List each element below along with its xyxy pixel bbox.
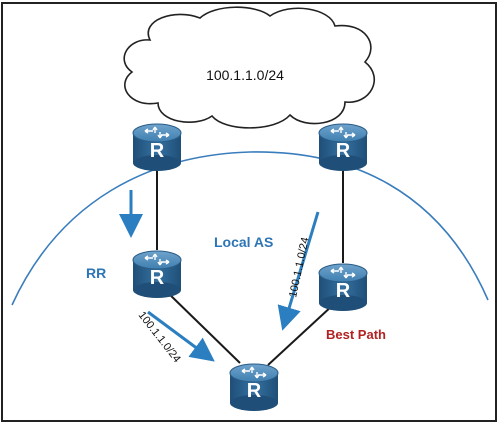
- router-right-middle: R: [318, 263, 368, 312]
- local-as-label: Local AS: [214, 234, 273, 250]
- links: [156, 163, 344, 366]
- router-top-left: R: [132, 123, 182, 172]
- router-glyph: R: [150, 140, 165, 162]
- router-glyph: R: [150, 267, 165, 289]
- route-label-right: 100.1.1.0/24: [287, 236, 311, 298]
- route-label-left: 100.1.1.0/24: [136, 309, 183, 365]
- rr-label: RR: [86, 265, 106, 281]
- router-glyph: R: [336, 140, 351, 162]
- link-rightmid-bottom: [267, 304, 334, 366]
- router-glyph: R: [336, 280, 351, 302]
- cloud-label: 100.1.1.0/24: [206, 67, 284, 83]
- router-rr: R: [132, 250, 182, 299]
- router-top-right: R: [318, 123, 368, 172]
- route-arrows: [119, 190, 320, 362]
- cloud: 100.1.1.0/24: [123, 6, 376, 129]
- as-boundary-curve: [11, 151, 489, 306]
- router-bottom: R: [229, 363, 279, 412]
- arrow-rr-to-bottom: [147, 310, 215, 362]
- router-glyph: R: [247, 380, 262, 402]
- arrow-down-to-bottom: [277, 211, 320, 331]
- link-rr-bottom: [164, 289, 241, 364]
- best-path-label: Best Path: [326, 327, 386, 342]
